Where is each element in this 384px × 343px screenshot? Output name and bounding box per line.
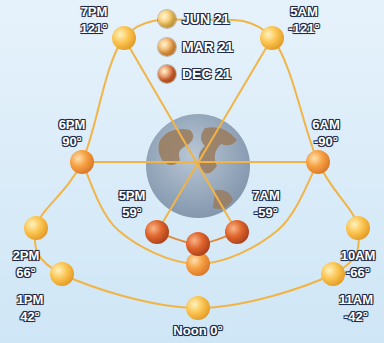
time-label: 11AM (339, 292, 373, 308)
angle-label: -42° (344, 309, 368, 325)
time-label: 1PM (17, 292, 44, 308)
angle-label: 59° (122, 205, 142, 221)
time-label: 10AM (341, 248, 376, 264)
june-suns (24, 26, 370, 320)
legend-swatch (158, 65, 176, 83)
angle-label: 121° (81, 21, 108, 37)
angle-label: -59° (254, 205, 278, 221)
legend-text: MAR 21 (182, 39, 233, 55)
angle-label: -90° (314, 134, 338, 150)
angle-label: 42° (20, 309, 40, 325)
time-label: 7PM (81, 4, 108, 20)
june-sun-path (35, 19, 359, 308)
time-label: 5PM (119, 188, 146, 204)
angle-label: -66° (346, 265, 370, 281)
time-label: 5AM (290, 4, 317, 20)
legend-swatch (158, 10, 176, 28)
legend-row: MAR 21 (158, 38, 233, 56)
time-label: 7AM (252, 188, 279, 204)
time-angle-label: Noon 0° (173, 323, 222, 339)
time-label: 6PM (59, 117, 86, 133)
sun-direction-lines (82, 38, 318, 232)
december-suns (145, 220, 249, 256)
angle-label: 66° (16, 265, 36, 281)
time-label: 2PM (13, 248, 40, 264)
time-label: 6AM (312, 117, 339, 133)
legend-row: DEC 21 (158, 65, 231, 83)
angle-label: -121° (288, 21, 319, 37)
legend-text: DEC 21 (182, 66, 231, 82)
angle-label: 90° (62, 134, 82, 150)
march-suns (70, 150, 330, 276)
legend-row: JUN 21 (158, 10, 229, 28)
legend-text: JUN 21 (182, 11, 229, 27)
legend-swatch (158, 38, 176, 56)
